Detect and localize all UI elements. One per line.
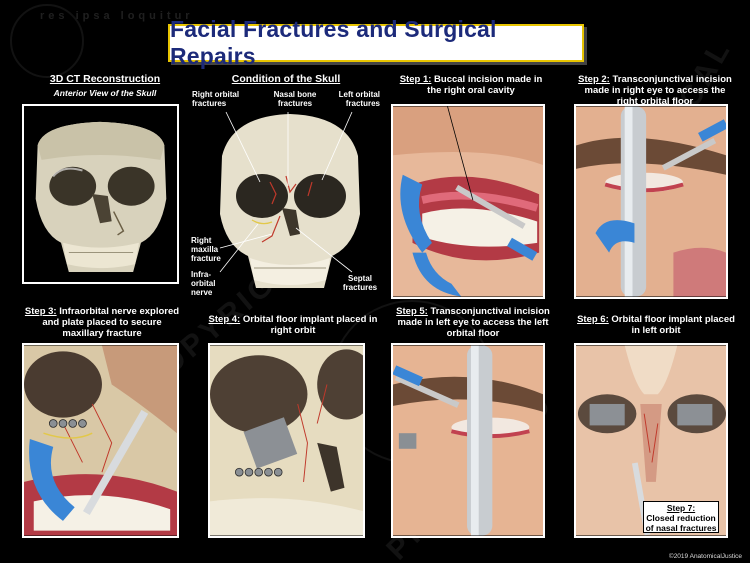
step2-caption: Step 2: Transconjunctival incision made … xyxy=(574,74,736,107)
step6-number: Step 6: xyxy=(577,314,609,325)
step3-text: Infraorbital nerve explored and plate pl… xyxy=(42,306,180,339)
right-orbit-mesh xyxy=(589,403,625,426)
step4-number: Step 4: xyxy=(208,314,241,325)
label-infraorbital-nerve: Infra-orbital nerve xyxy=(191,270,216,297)
ct-skull-image xyxy=(24,106,177,282)
ct-title: 3D CT Reconstruction xyxy=(49,73,161,85)
skull-panel xyxy=(192,96,382,306)
skull-illustration xyxy=(219,111,360,288)
left-orbit-mesh xyxy=(677,403,713,426)
step3-panel xyxy=(22,343,179,538)
title-banner: Facial Fractures and Surgical Repairs xyxy=(168,16,584,69)
step6-caption: Step 6: Orbital floor implant placed in … xyxy=(576,314,736,336)
step1-text: Buccal incision made in the right oral c… xyxy=(427,74,543,96)
step5-text: Transconjunctival incision made in left … xyxy=(397,306,550,339)
step5-number: Step 5: xyxy=(396,306,428,317)
step7-caption-box: Step 7: Closed reduction of nasal fractu… xyxy=(643,501,719,533)
label-right-maxilla: Right maxilla fracture xyxy=(191,236,221,263)
step4-image xyxy=(210,345,363,536)
step1-image xyxy=(393,106,543,297)
step7-text: Closed reduction of nasal fractures xyxy=(645,513,717,533)
step3-number: Step 3: xyxy=(24,306,57,317)
label-nasal-bone: Nasal bone fractures xyxy=(273,90,317,108)
step1-panel xyxy=(391,104,545,299)
step2-text: Transconjunctival incision made in right… xyxy=(584,74,732,107)
skull-title: Condition of the Skull xyxy=(231,73,341,85)
ct-subtitle: Anterior View of the Skull xyxy=(53,88,157,98)
step1-number: Step 1: xyxy=(399,74,432,85)
step3-image xyxy=(24,345,177,536)
step1-caption: Step 1: Buccal incision made in the righ… xyxy=(396,74,546,96)
label-septal: Septal fractures xyxy=(342,274,378,292)
label-left-orbital: Left orbital fractures xyxy=(338,90,380,108)
step3-caption: Step 3: Infraorbital nerve explored and … xyxy=(22,306,182,339)
step4-text: Orbital floor implant placed in right or… xyxy=(242,314,378,336)
step2-image xyxy=(576,106,726,297)
step4-panel xyxy=(208,343,365,538)
step6-text: Orbital floor implant placed in left orb… xyxy=(611,314,735,336)
step4-caption: Step 4: Orbital floor implant placed in … xyxy=(208,314,378,336)
step2-number: Step 2: xyxy=(578,74,610,85)
step5-caption: Step 5: Transconjunctival incision made … xyxy=(394,306,552,339)
seal-watermark xyxy=(10,4,84,78)
ct-panel xyxy=(22,104,179,284)
page-title: Facial Fractures and Surgical Repairs xyxy=(170,16,497,69)
step2-panel xyxy=(574,104,728,299)
step5-image xyxy=(393,345,543,536)
label-right-orbital: Right orbital fractures xyxy=(192,90,240,108)
mesh-implant xyxy=(243,417,298,469)
step7-number: Step 7: xyxy=(666,503,696,513)
copyright: ©2019 AnatomicalJustice xyxy=(668,553,742,560)
step5-panel xyxy=(391,343,545,538)
